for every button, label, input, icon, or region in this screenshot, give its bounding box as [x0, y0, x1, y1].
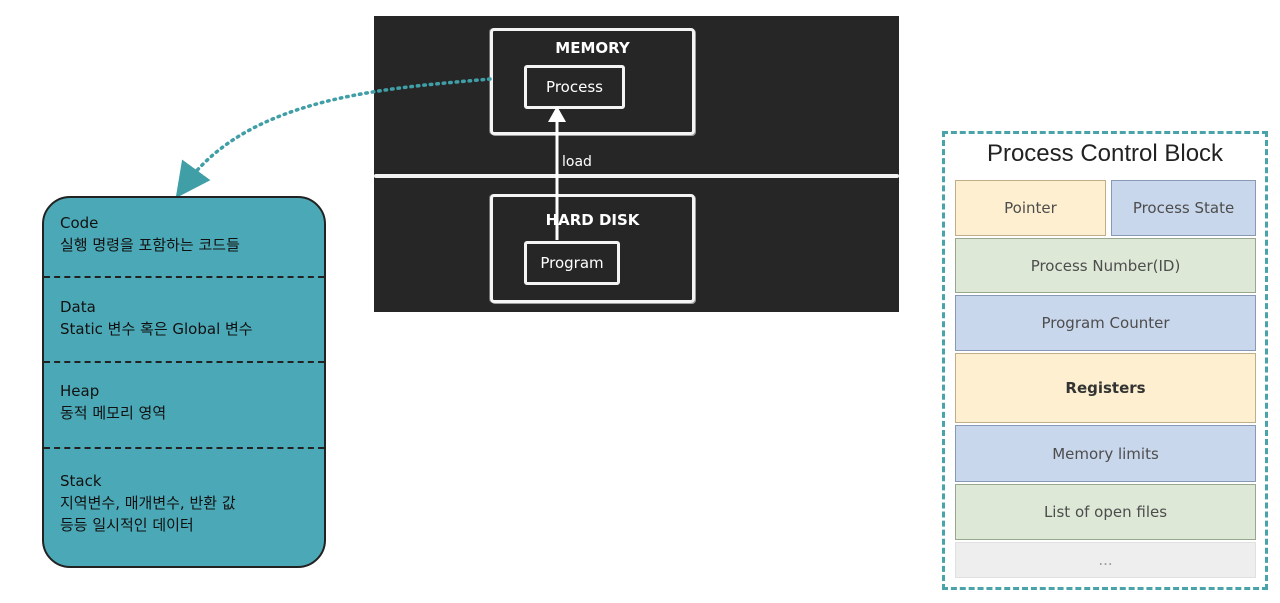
pcb-registers: Registers — [955, 353, 1256, 423]
process-box: Process — [524, 65, 625, 109]
segment-code: Code 실행 명령을 포함하는 코드들 — [44, 212, 324, 256]
segment-data-desc: Static 변수 혹은 Global 변수 — [60, 320, 253, 338]
program-box: Program — [524, 241, 620, 285]
segment-heap: Heap 동적 메모리 영역 — [44, 380, 324, 424]
segment-stack-desc: 지역변수, 매개변수, 반환 값 — [60, 494, 236, 512]
load-label: load — [562, 154, 592, 170]
segment-separator — [44, 361, 324, 363]
segment-stack-name: Stack — [60, 472, 102, 490]
segment-heap-desc: 동적 메모리 영역 — [60, 404, 167, 422]
pcb-process-state: Process State — [1111, 180, 1256, 236]
memory-disk-panel: MEMORY Process load HARD DISK Program — [374, 16, 899, 312]
hard-disk-box: HARD DISK Program — [490, 194, 695, 303]
pcb-memory-limits: Memory limits — [955, 425, 1256, 482]
segment-data-name: Data — [60, 298, 96, 316]
pcb-pointer: Pointer — [955, 180, 1106, 236]
process-memory-layout: Code 실행 명령을 포함하는 코드들 Data Static 변수 혹은 G… — [42, 196, 326, 568]
segment-separator — [44, 276, 324, 278]
segment-separator — [44, 447, 324, 449]
pcb-ellipsis: ... — [955, 542, 1256, 578]
pcb-process-number: Process Number(ID) — [955, 238, 1256, 293]
memory-title: MEMORY — [555, 39, 630, 57]
segment-stack: Stack 지역변수, 매개변수, 반환 값 등등 일시적인 데이터 — [44, 470, 324, 536]
segment-data: Data Static 변수 혹은 Global 변수 — [44, 296, 324, 340]
process-control-block: Process Control Block Pointer Process St… — [942, 131, 1268, 590]
memory-disk-divider — [374, 174, 899, 178]
hard-disk-title: HARD DISK — [545, 211, 640, 229]
load-arrow-head — [548, 106, 566, 122]
pcb-open-files: List of open files — [955, 484, 1256, 540]
dotted-connector-arrow — [175, 77, 492, 199]
pcb-title: Process Control Block — [986, 140, 1224, 167]
pcb-program-counter: Program Counter — [955, 295, 1256, 351]
segment-stack-desc-2: 등등 일시적인 데이터 — [60, 516, 194, 534]
segment-code-desc: 실행 명령을 포함하는 코드들 — [60, 236, 240, 254]
segment-heap-name: Heap — [60, 382, 100, 400]
memory-box: MEMORY Process — [490, 28, 695, 135]
segment-code-name: Code — [60, 214, 99, 232]
